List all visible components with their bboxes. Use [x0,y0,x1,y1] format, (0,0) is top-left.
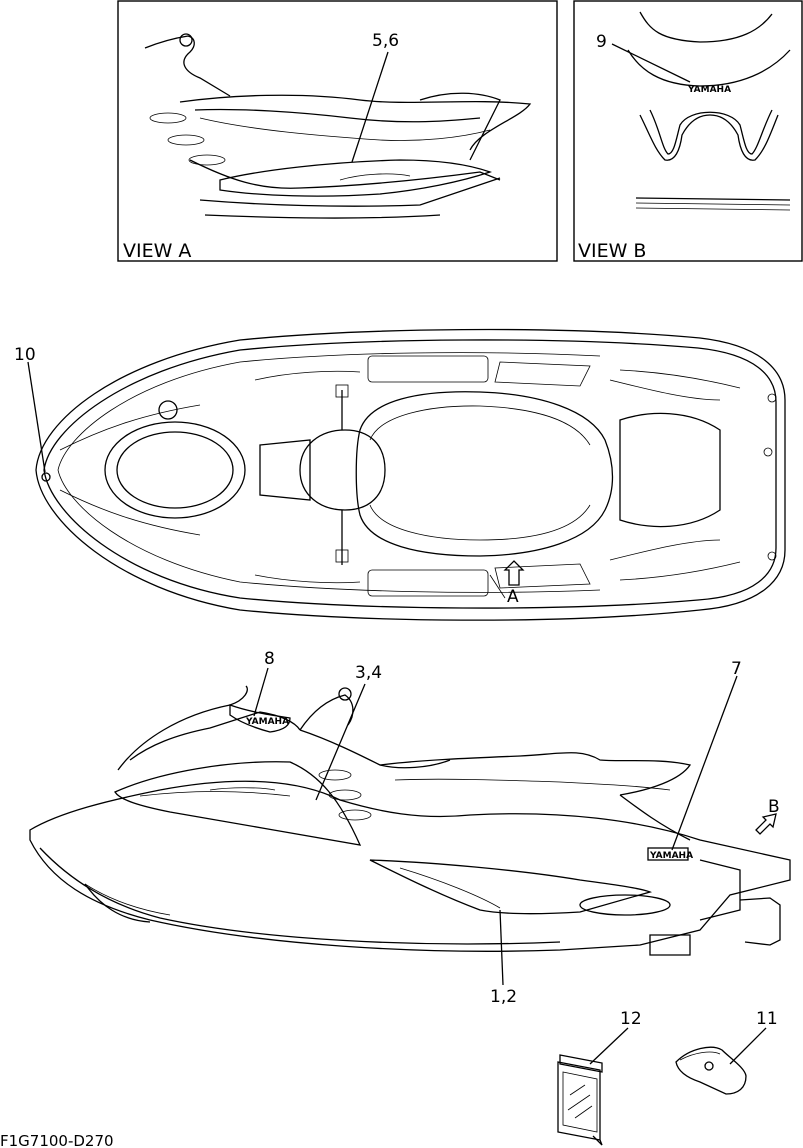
view-a-arrow-icon [503,560,525,586]
decal-8 [229,704,291,733]
callout-11: 11 [756,1009,778,1029]
top-view: 10 A [14,328,786,621]
decal-3-4 [114,761,362,846]
callout-7: 7 [731,659,742,679]
decal-10 [41,472,51,482]
view-b-arrow-icon [755,813,777,835]
item-12-pouch [557,1054,603,1146]
callout-1-2: 1,2 [490,987,517,1007]
callout-10: 10 [14,345,36,365]
item-11-cap [675,1046,747,1095]
view-b-frame [573,0,803,262]
leader-11 [729,1027,767,1065]
leader-10 [27,361,46,473]
drawing-code: F1G7100-D270 [0,1132,114,1148]
decal-1-2 [369,859,653,915]
callout-8: 8 [264,649,275,669]
leader-1-2 [499,909,504,986]
side-view: YAMAHA YAMAHA 8 3,4 7 1,2 B [29,649,791,1007]
view-a-arrow-label: A [507,587,519,607]
view-b-panel: YAMAHA 9 VIEW B [573,0,803,262]
view-a-panel: 5,6 VIEW A [117,0,558,262]
decal-7 [647,847,689,861]
view-a-title: VIEW A [123,240,191,262]
callout-5-6: 5,6 [372,31,399,51]
leader-8 [253,667,269,717]
leader-9 [611,43,691,83]
view-b-title: VIEW B [578,240,646,262]
leader-7 [671,675,738,851]
decal-9-logo: YAMAHA [687,85,731,95]
decal-5-6 [219,159,493,197]
leader-3-4 [315,683,366,801]
callout-3-4: 3,4 [355,663,382,683]
view-b-arrow-label: B [768,797,780,817]
leader-5-6 [351,51,389,163]
callout-12: 12 [620,1009,642,1029]
view-a-frame [117,0,558,262]
leader-12 [589,1027,629,1065]
accessories: 12 11 [557,1009,778,1146]
decal-8-logo: YAMAHA [245,717,289,727]
callout-9: 9 [596,32,607,52]
decal-7-logo: YAMAHA [649,851,693,861]
